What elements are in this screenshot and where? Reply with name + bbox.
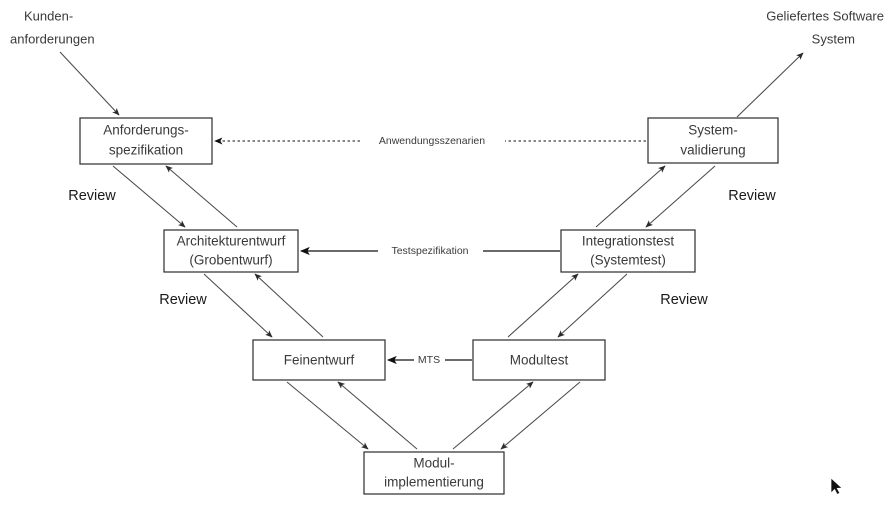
review-label-left-lower: Review	[159, 292, 207, 308]
edge-label-testspezifikation: Testspezifikation	[391, 245, 468, 257]
box-anforderungsspezifikation-line2: spezifikation	[109, 143, 183, 158]
input-label-line2: anforderungen	[10, 31, 95, 46]
box-integrationstest-line1: Integrationstest	[582, 234, 675, 249]
arrow-unittest-to-integrationtest	[507, 273, 579, 338]
arrow-validation-to-integrationtest	[645, 165, 716, 228]
output-label-line2: System	[812, 31, 855, 46]
diagonal-pair-design-implementation	[286, 381, 418, 450]
diagonal-pair-implementation-unittest	[452, 381, 581, 450]
input-label-line1: Kunden-	[24, 8, 73, 23]
box-integrationstest-rect[interactable]	[560, 229, 696, 273]
review-label-right-upper: Review	[728, 188, 776, 204]
edge-anwendungsszenarien: Anwendungsszenarien	[214, 135, 646, 147]
arrow-customer-requirements-in	[59, 51, 120, 116]
box-integrationstest-line2: (Systemtest)	[590, 253, 666, 268]
box-systemvalidierung[interactable]: System- validierung	[647, 117, 779, 164]
arrow-unittest-to-implementation	[500, 381, 581, 450]
box-modultest[interactable]: Modultest	[472, 339, 606, 381]
box-architekturentwurf-line2: (Grobentwurf)	[189, 253, 272, 268]
arrow-integrationtest-to-validation	[595, 165, 666, 228]
box-architekturentwurf[interactable]: Architekturentwurf (Grobentwurf)	[163, 229, 299, 273]
box-modulimplementierung-line1: Modul-	[413, 456, 454, 471]
arrow-architecture-to-design	[203, 273, 273, 338]
box-modultest-line1: Modultest	[510, 353, 569, 368]
review-label-left-upper: Review	[68, 188, 116, 204]
edge-mts: MTS	[387, 354, 472, 366]
diagonal-pair-spec-architecture	[112, 165, 238, 228]
edge-label-anwendungsszenarien: Anwendungsszenarien	[379, 135, 485, 147]
box-modulimplementierung-rect[interactable]	[363, 451, 505, 495]
box-integrationstest[interactable]: Integrationstest (Systemtest)	[560, 229, 696, 273]
arrow-spec-to-architecture	[112, 165, 186, 228]
output-label-line1: Geliefertes Software	[766, 8, 884, 23]
arrow-integrationtest-to-unittest	[557, 273, 628, 338]
arrow-implementation-to-design	[337, 381, 418, 450]
box-anforderungsspezifikation-rect[interactable]	[79, 117, 213, 165]
box-systemvalidierung-rect[interactable]	[647, 117, 779, 164]
diagonal-pair-architecture-design	[203, 273, 324, 338]
arrow-delivered-system-out	[736, 52, 804, 118]
box-anforderungsspezifikation-line1: Anforderungs-	[103, 123, 189, 138]
box-architekturentwurf-line1: Architekturentwurf	[177, 234, 286, 249]
box-modultest-rect[interactable]	[472, 339, 606, 381]
box-anforderungsspezifikation[interactable]: Anforderungs- spezifikation	[79, 117, 213, 165]
arrow-implementation-to-unittest	[452, 381, 534, 450]
box-modulimplementierung-line2: implementierung	[384, 475, 484, 490]
box-feinentwurf-rect[interactable]	[252, 339, 386, 381]
box-feinentwurf[interactable]: Feinentwurf	[252, 339, 386, 381]
box-feinentwurf-line1: Feinentwurf	[284, 353, 355, 368]
diagonal-pair-integrationtest-validation	[595, 165, 716, 228]
diagonal-pair-unittest-integrationtest	[507, 273, 628, 338]
box-architekturentwurf-rect[interactable]	[163, 229, 299, 273]
box-modulimplementierung[interactable]: Modul- implementierung	[363, 451, 505, 495]
box-systemvalidierung-line1: System-	[688, 123, 738, 138]
external-input-group: Kunden- anforderungen	[10, 8, 120, 116]
edge-testspezifikation: Testspezifikation	[300, 245, 560, 257]
mouse-cursor-icon	[830, 477, 843, 495]
arrow-design-to-architecture	[254, 273, 324, 338]
external-output-group: Geliefertes Software System	[736, 8, 884, 118]
box-systemvalidierung-line2: validierung	[680, 143, 745, 158]
arrow-design-to-implementation	[286, 381, 369, 450]
edge-label-mts: MTS	[418, 354, 440, 366]
arrow-architecture-to-spec	[165, 165, 238, 228]
review-label-right-lower: Review	[660, 292, 708, 308]
